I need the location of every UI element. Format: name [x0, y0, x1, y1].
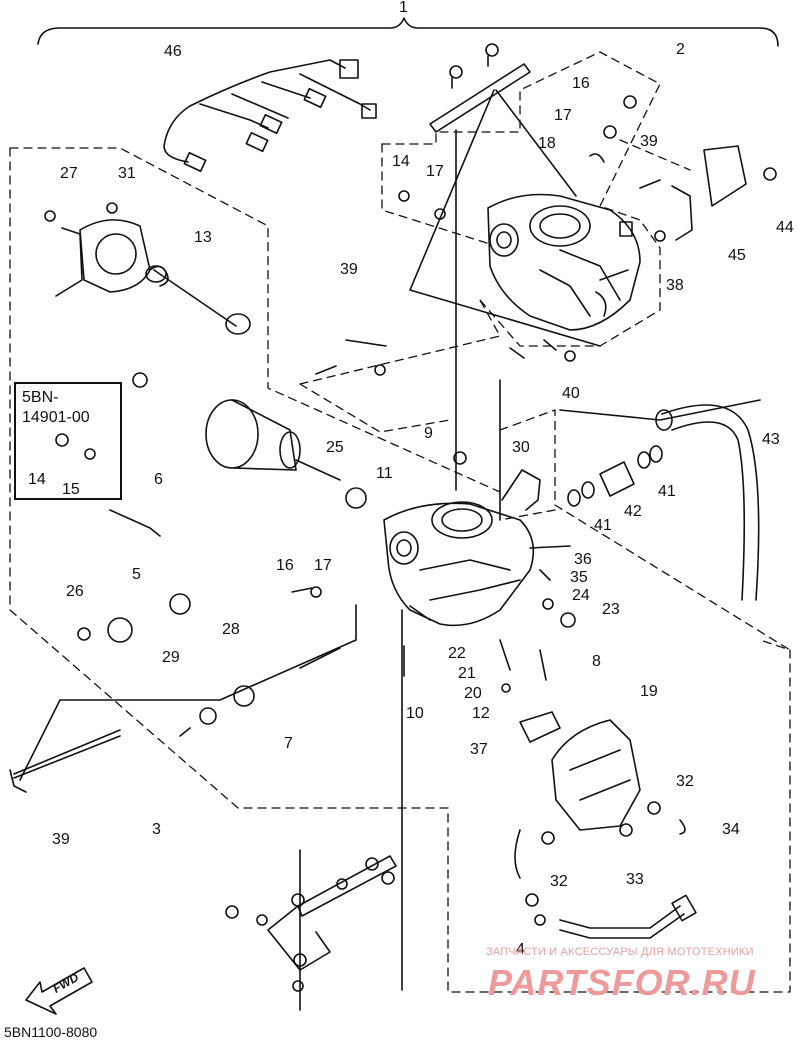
callout-39-bottom: 39 — [52, 831, 70, 848]
callout-15: 15 — [62, 481, 80, 498]
callout-28: 28 — [222, 621, 240, 638]
callout-41-right: 41 — [658, 483, 676, 500]
callout-32-right: 32 — [676, 773, 694, 790]
callout-37: 37 — [470, 741, 488, 758]
callout-17-mid: 17 — [426, 163, 444, 180]
callout-36: 36 — [574, 551, 592, 568]
callout-16-top: 16 — [572, 75, 590, 92]
float-chamber-19 — [551, 719, 641, 831]
leader — [409, 89, 601, 347]
carburetor-lower — [383, 501, 535, 627]
assembly-bracket — [37, 17, 779, 47]
callout-4: 4 — [516, 941, 525, 958]
callout-7: 7 — [284, 735, 293, 752]
callout-27: 27 — [60, 165, 78, 182]
top-bracket-plate — [429, 43, 531, 133]
leader — [495, 89, 577, 197]
hose-43 — [655, 404, 760, 601]
bowl-part-37 — [519, 711, 561, 743]
callout-5: 5 — [132, 566, 141, 583]
throttle-rod-39 — [9, 729, 121, 793]
callout-29: 29 — [162, 649, 180, 666]
cover-and-spring-13 — [55, 219, 251, 335]
diaphragm-piston-25 — [205, 399, 341, 481]
inset-reference-box: 5BN- 14901-00 — [14, 382, 122, 500]
callout-9: 9 — [424, 425, 433, 442]
callout-14-inset: 14 — [28, 471, 46, 488]
callout-42: 42 — [624, 503, 642, 520]
carburetor-upper — [487, 193, 641, 331]
callout-38: 38 — [666, 277, 684, 294]
callout-34: 34 — [722, 821, 740, 838]
callout-39-mid: 39 — [340, 261, 358, 278]
callout-18: 18 — [538, 135, 556, 152]
callout-6: 6 — [154, 471, 163, 488]
callout-8: 8 — [592, 653, 601, 670]
callout-3: 3 — [152, 821, 161, 838]
choke-hose-4 — [559, 894, 697, 939]
diagram-part-number: 5BN1100-8080 — [4, 1024, 98, 1040]
callout-46: 46 — [164, 43, 182, 60]
fwd-arrow — [25, 967, 93, 1015]
callout-43: 43 — [762, 431, 780, 448]
inset-ref-line1: 5BN- — [22, 389, 59, 406]
callout-45: 45 — [728, 247, 746, 264]
callout-44: 44 — [776, 219, 794, 236]
callout-13: 13 — [194, 229, 212, 246]
callout-1: 1 — [399, 0, 408, 16]
callout-32-left: 32 — [550, 873, 568, 890]
small-parts — [44, 95, 777, 926]
callout-33: 33 — [626, 871, 644, 888]
callout-39-top: 39 — [640, 133, 658, 150]
callout-10: 10 — [406, 705, 424, 722]
callout-20: 20 — [464, 685, 482, 702]
callout-17-top: 17 — [554, 107, 572, 124]
inset-reference-text: 5BN- 14901-00 — [22, 388, 90, 428]
callout-14-top: 14 — [392, 153, 410, 170]
callout-21: 21 — [458, 665, 476, 682]
inset-ref-line2: 14901-00 — [22, 409, 90, 426]
fitting-42 — [567, 445, 663, 507]
bottom-bracket — [267, 855, 397, 992]
callout-41-left: 41 — [594, 517, 612, 534]
callout-19: 19 — [640, 683, 658, 700]
callout-31: 31 — [118, 165, 136, 182]
watermark-tagline: ЗАПЧАСТИ И АКСЕССУАРЫ ДЛЯ МОТОТЕХНИКИ — [486, 946, 754, 958]
callout-30: 30 — [512, 439, 530, 456]
callout-2: 2 — [676, 41, 685, 58]
leader — [559, 399, 761, 421]
callout-16-lower: 16 — [276, 557, 294, 574]
dashed-boundaries — [9, 51, 791, 993]
callout-12: 12 — [472, 705, 490, 722]
callout-24: 24 — [572, 587, 590, 604]
leader — [19, 604, 357, 781]
wire-harness-46 — [163, 59, 377, 173]
pipe-30 — [501, 469, 541, 511]
callout-25: 25 — [326, 439, 344, 456]
callout-11: 11 — [376, 465, 393, 482]
callout-17-lower: 17 — [314, 557, 332, 574]
watermark-logo: PARTSFOR.RU — [488, 962, 756, 1003]
callout-22: 22 — [448, 645, 466, 662]
callout-23: 23 — [602, 601, 620, 618]
callout-26: 26 — [66, 583, 84, 600]
callout-40: 40 — [562, 385, 580, 402]
callout-35: 35 — [570, 569, 588, 586]
